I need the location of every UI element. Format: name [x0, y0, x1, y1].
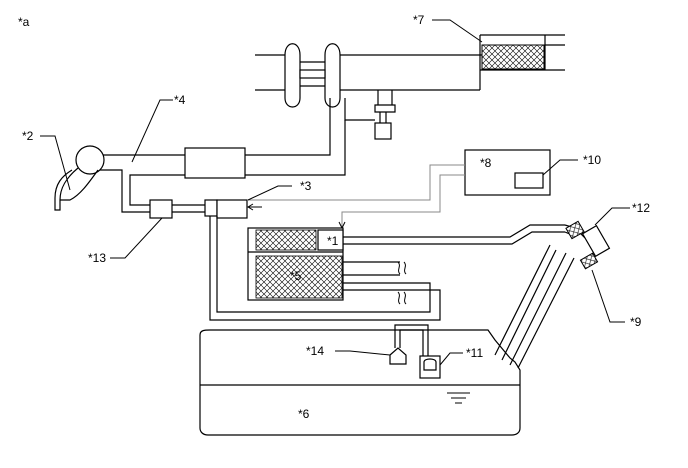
- callout-1: *1: [327, 234, 339, 248]
- figure-label: *a: [18, 15, 30, 29]
- fuel-tank: [199, 329, 521, 436]
- callout-4: *4: [174, 93, 186, 107]
- throttle-port: [374, 90, 396, 140]
- callout-8: *8: [480, 156, 492, 170]
- callout-13: *13: [88, 251, 106, 265]
- callout-3: *3: [300, 179, 312, 193]
- fuel-filler-neck: [494, 224, 586, 369]
- callout-14: *14: [306, 344, 324, 358]
- callout-9: *9: [630, 315, 642, 329]
- fuel-filler-cap: [565, 220, 611, 270]
- callout-6: *6: [298, 407, 310, 421]
- callout-2: *2: [22, 129, 34, 143]
- callout-5: *5: [290, 269, 302, 283]
- air-intake-inlet: [54, 145, 105, 211]
- tank-valves: [389, 324, 441, 379]
- callout-10: *10: [583, 153, 601, 167]
- purge-line: [100, 98, 375, 213]
- air-filter-element: [481, 44, 545, 70]
- ecm-unit: [247, 149, 551, 230]
- canister-connections: [343, 224, 565, 305]
- canister-valve: [204, 199, 441, 321]
- leader-lines: [40, 19, 630, 366]
- callout-7: *7: [413, 13, 425, 27]
- charcoal-canister: [247, 227, 344, 301]
- callout-11: *11: [466, 346, 483, 360]
- pump-module: [149, 199, 205, 219]
- callout-12: *12: [632, 201, 650, 215]
- callout-labels: *a *1 *2 *3 *4 *5 *6 *7 *8 *9 *10 *11 *1…: [18, 13, 650, 421]
